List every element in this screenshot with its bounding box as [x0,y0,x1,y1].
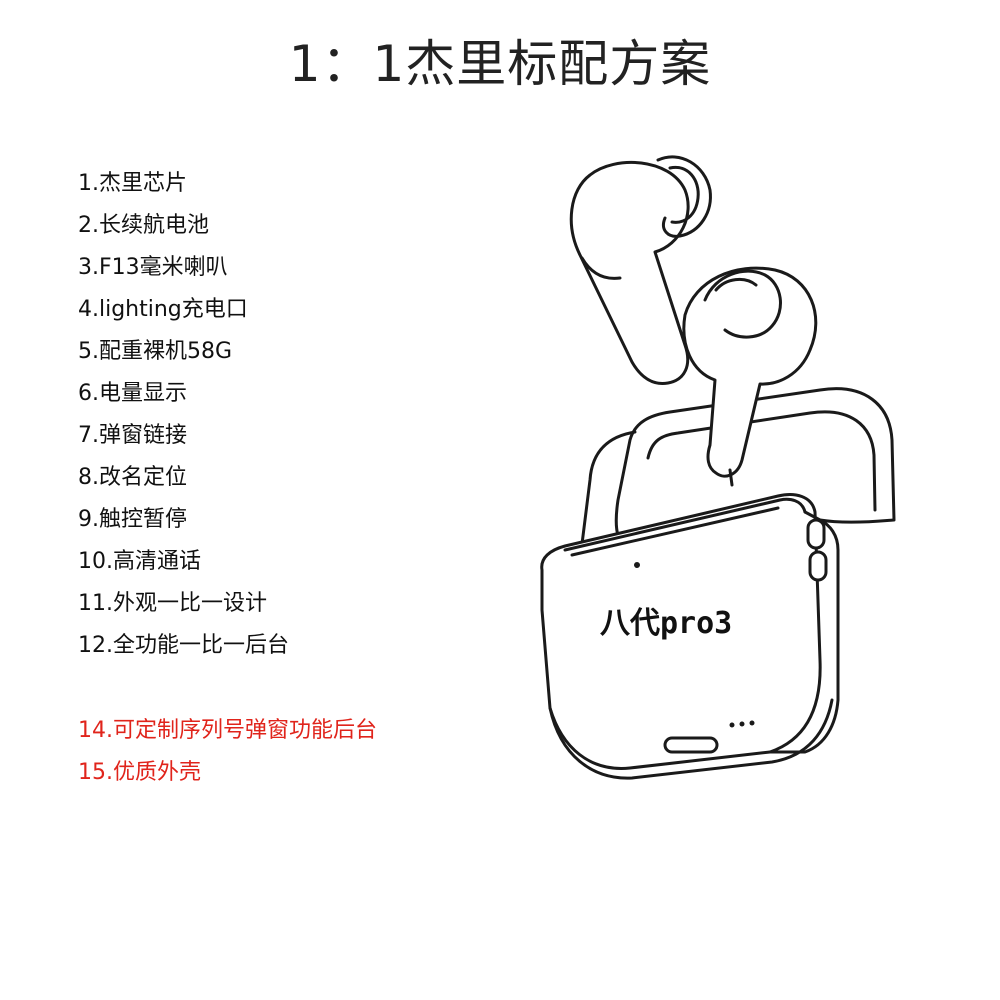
case-body-icon [540,493,840,780]
spec-item: 10.高清通话 [78,549,201,574]
page-title: 1：1杰里标配方案 [288,35,712,93]
spec-item: 2.长续航电池 [78,213,209,238]
right-earbud-icon [682,266,818,487]
spec-item: 12.全功能一比一后台 [78,633,289,658]
spec-item: 7.弹窗链接 [78,423,187,448]
product-label: 八代pro3 [600,606,733,641]
spec-item: 6.电量显示 [78,381,187,406]
left-earbud-icon [569,155,712,386]
highlight-spec-item: 15.优质外壳 [78,760,201,785]
spec-item: 9.触控暂停 [78,507,187,532]
spec-item: 11.外观一比一设计 [78,591,267,616]
earbuds-illustration [520,140,960,790]
highlight-spec-item: 14.可定制序列号弹窗功能后台 [78,718,377,743]
spec-item: 5.配重裸机58G [78,339,233,364]
spec-list: 1.杰里芯片 2.长续航电池 3.F13毫米喇叭 4.lighting充电口 5… [78,163,289,667]
spec-item: 1.杰里芯片 [78,171,187,196]
spec-item: 4.lighting充电口 [78,297,248,322]
highlight-spec-list: 14.可定制序列号弹窗功能后台 15.优质外壳 [78,710,377,794]
spec-item: 3.F13毫米喇叭 [78,255,228,280]
spec-item: 8.改名定位 [78,465,187,490]
